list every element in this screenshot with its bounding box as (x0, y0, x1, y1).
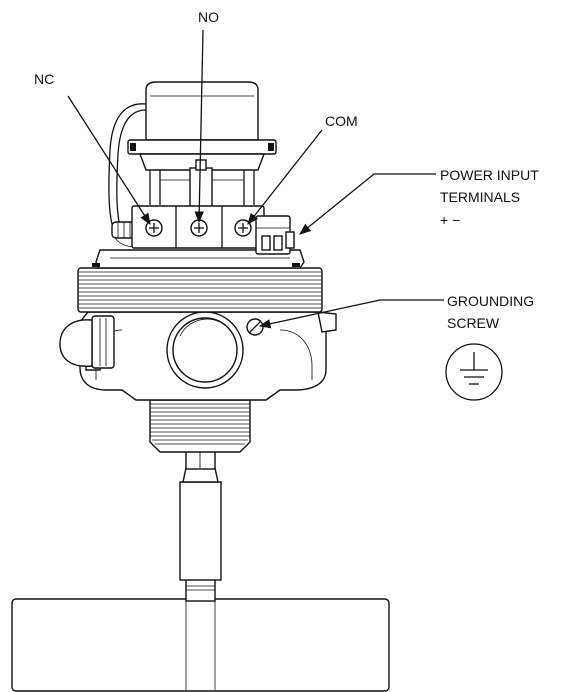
relay-terminal-block (131, 205, 265, 249)
power-terminal-connector (255, 215, 295, 255)
com-leader-line (247, 129, 323, 225)
wire-bundle (108, 103, 147, 247)
base-plate (92, 249, 305, 269)
no-leader-line (194, 29, 204, 224)
callout-labels: NO NC COM POWER INPUT TERMINALS + − GROU… (34, 9, 539, 331)
power-polarity-label: + − (440, 212, 460, 228)
power-input-label-line2: TERMINALS (440, 189, 520, 205)
power-input-label-line1: POWER INPUT (440, 167, 539, 183)
switch-relay (127, 81, 277, 209)
paddle (11, 598, 390, 692)
ground-leader-line (258, 299, 444, 329)
com-terminal-screw (234, 219, 252, 237)
conduit-port (166, 311, 244, 389)
grounding-screw (246, 318, 264, 336)
threaded-mount (149, 399, 251, 453)
callout-leaders (67, 29, 444, 329)
grounding-label-line1: GROUNDING (447, 293, 534, 309)
no-label: NO (198, 9, 219, 25)
com-label: COM (325, 113, 358, 129)
no-terminal-screw (190, 219, 208, 237)
power-leader-line (299, 173, 436, 235)
shaft (179, 449, 222, 602)
earth-ground-icon (445, 343, 503, 401)
threaded-ring (77, 267, 323, 313)
nc-leader-line (67, 95, 151, 225)
cable-gland (59, 315, 115, 369)
nc-label: NC (34, 71, 54, 87)
grounding-label-line2: SCREW (447, 315, 500, 331)
